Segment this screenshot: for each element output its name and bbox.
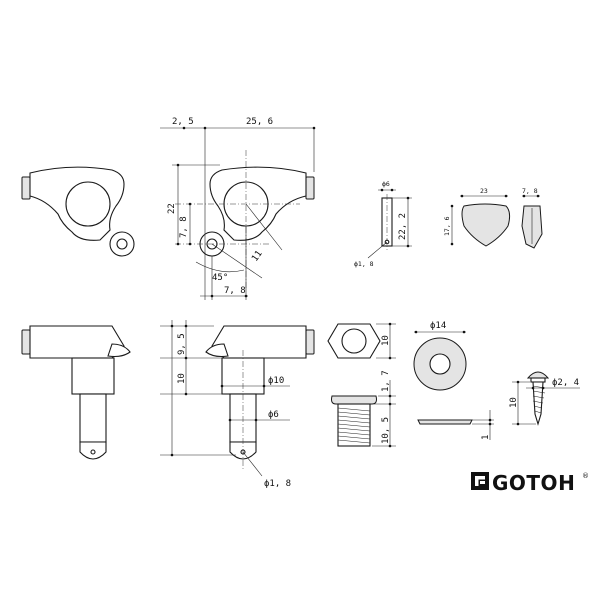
gotoh-logo: GOTOH ®: [471, 471, 589, 495]
dim-dia-11: 11: [250, 249, 264, 264]
hex-nut: [327, 322, 396, 360]
dim-angle-45: 45°: [212, 273, 228, 283]
mounting-screw: [512, 371, 580, 426]
dim-washer-dia: ϕ14: [430, 321, 446, 331]
tuner-button-views: [450, 194, 543, 249]
dim-side-hole: ϕ1, 8: [264, 479, 291, 489]
dim-side-10: 10: [177, 373, 187, 384]
dim-top-offset: 2, 5: [172, 117, 194, 127]
dim-height-22: 22: [167, 203, 177, 214]
dim-pin-len: 22, 2: [398, 213, 408, 240]
bushing: [331, 380, 396, 448]
dim-shaft-10: ϕ10: [268, 376, 284, 386]
tuner-side-view-dimensioned: [160, 320, 315, 477]
logo-text: GOTOH: [492, 471, 575, 495]
tuner-front-view-dimensioned: [160, 126, 316, 300]
tuner-front-view-left: [21, 166, 135, 257]
dim-screw-length: 10: [509, 397, 519, 408]
dim-screw-dia: ϕ2, 4: [552, 378, 579, 388]
dim-shaft-6: ϕ6: [268, 410, 279, 420]
dim-button-height: 17, 6: [443, 216, 451, 236]
registered-mark: ®: [582, 472, 589, 480]
dim-button-width: 23: [480, 187, 488, 195]
dim-side-95: 9, 5: [177, 333, 187, 355]
dim-hole-offset: 7, 8: [179, 216, 189, 238]
dim-pin-hole: ϕ1, 8: [354, 260, 374, 268]
dim-top-length: 25, 6: [246, 117, 273, 127]
washer-top-view: [413, 330, 467, 391]
dim-nut-height: 10: [381, 335, 391, 346]
dim-button-thickness: 7, 8: [522, 187, 538, 195]
washer-side-view: [417, 410, 494, 440]
dim-washer-thickness: 1: [481, 435, 491, 440]
dim-bushing-17: 1, 7: [381, 370, 391, 392]
tuner-side-view-left: [21, 325, 131, 460]
bushing-thread: [337, 407, 371, 444]
dim-bushing-105: 10, 5: [381, 417, 391, 444]
dim-pin-dia: ϕ6: [382, 180, 390, 188]
gotoh-logo-mark: [471, 472, 489, 490]
dim-bottom-78: 7, 8: [224, 286, 246, 296]
string-post-pin: [367, 188, 412, 259]
